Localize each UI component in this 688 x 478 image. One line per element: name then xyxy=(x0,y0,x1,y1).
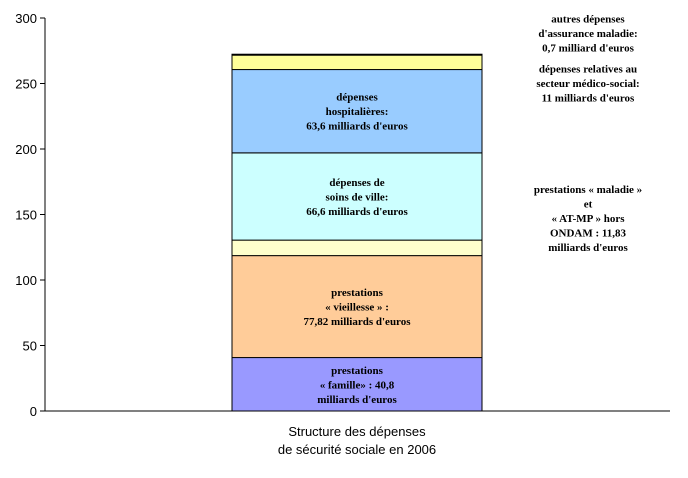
y-tick-label: 300 xyxy=(15,11,37,26)
data-label: prestations « maladie » xyxy=(534,184,642,196)
data-label: milliards d'euros xyxy=(317,394,397,406)
data-label: « AT-MP » hors xyxy=(551,213,625,225)
data-label: et xyxy=(584,199,593,211)
x-category-label: de sécurité sociale en 2006 xyxy=(278,442,436,457)
data-label: dépenses relatives au xyxy=(539,64,637,76)
data-label: secteur médico-social: xyxy=(536,78,639,90)
data-label: « vieillesse » : xyxy=(325,302,389,314)
bar-segment xyxy=(231,69,483,154)
data-label: milliards d'euros xyxy=(548,242,628,254)
x-category-label: Structure des dépenses xyxy=(288,424,426,439)
data-label: soins de ville: xyxy=(326,191,389,203)
data-label: 11 milliards d'euros xyxy=(542,93,635,105)
y-tick-label: 250 xyxy=(15,77,37,92)
data-label: d'assurance maladie: xyxy=(538,28,637,40)
y-tick-label: 200 xyxy=(15,142,37,157)
y-tick-label: 100 xyxy=(15,273,37,288)
data-label: hospitalières: xyxy=(326,106,389,118)
bar-segment xyxy=(231,255,483,359)
y-tick-label: 150 xyxy=(15,208,37,223)
data-label: autres dépenses xyxy=(551,14,625,26)
data-label: 66,6 milliards d'euros xyxy=(306,206,408,218)
data-label: 77,82 milliards d'euros xyxy=(303,316,411,328)
data-label: dépenses de xyxy=(329,177,384,189)
data-label: 63,6 milliards d'euros xyxy=(306,121,408,133)
bar-segment xyxy=(231,152,483,241)
y-tick-label: 0 xyxy=(30,404,37,419)
data-label: prestations xyxy=(331,365,383,377)
bar-segment xyxy=(231,53,483,56)
bar-segment xyxy=(231,239,483,257)
data-label: prestations xyxy=(331,287,383,299)
data-label: ONDAM : 11,83 xyxy=(550,228,627,240)
data-label: dépenses xyxy=(336,92,378,104)
y-tick-label: 50 xyxy=(23,339,37,354)
bar-segment xyxy=(231,54,483,71)
data-label: 0,7 milliard d'euros xyxy=(542,43,634,55)
data-label: « famille» : 40,8 xyxy=(320,379,395,391)
bar-segment xyxy=(231,357,483,412)
